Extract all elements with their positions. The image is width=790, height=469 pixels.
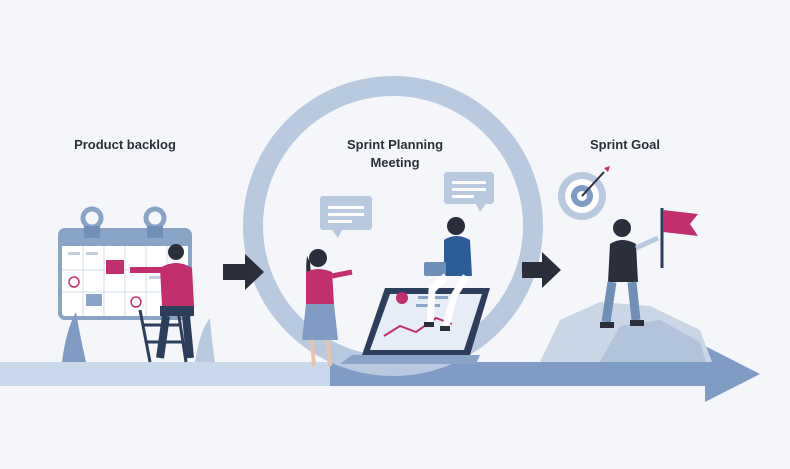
person-goal (600, 219, 660, 328)
person-man (424, 217, 472, 331)
sprint-planning-label-line1: Sprint Planning (346, 137, 444, 152)
flow-arrow-left (223, 254, 264, 290)
sprint-planning-label-line2: Meeting (370, 155, 420, 170)
stage-label-sprint-goal: Sprint Goal (565, 136, 685, 154)
stage-label-sprint-planning: Sprint Planning Meeting (320, 136, 470, 172)
speech-bubble-icon (444, 172, 494, 212)
plant-icon (62, 312, 215, 362)
sprint-goal-label: Sprint Goal (589, 137, 661, 152)
stage-label-product-backlog: Product backlog (50, 136, 200, 154)
target-icon (558, 166, 610, 220)
cycle-ring (243, 76, 543, 376)
person-backlog (130, 244, 194, 359)
person-woman (302, 249, 353, 367)
flag-icon (660, 208, 698, 268)
timeline-arrow (0, 346, 760, 402)
product-backlog-label: Product backlog (74, 137, 176, 152)
speech-bubble-icon (320, 196, 372, 238)
rocks (540, 302, 712, 362)
flow-arrow-right (522, 252, 561, 288)
